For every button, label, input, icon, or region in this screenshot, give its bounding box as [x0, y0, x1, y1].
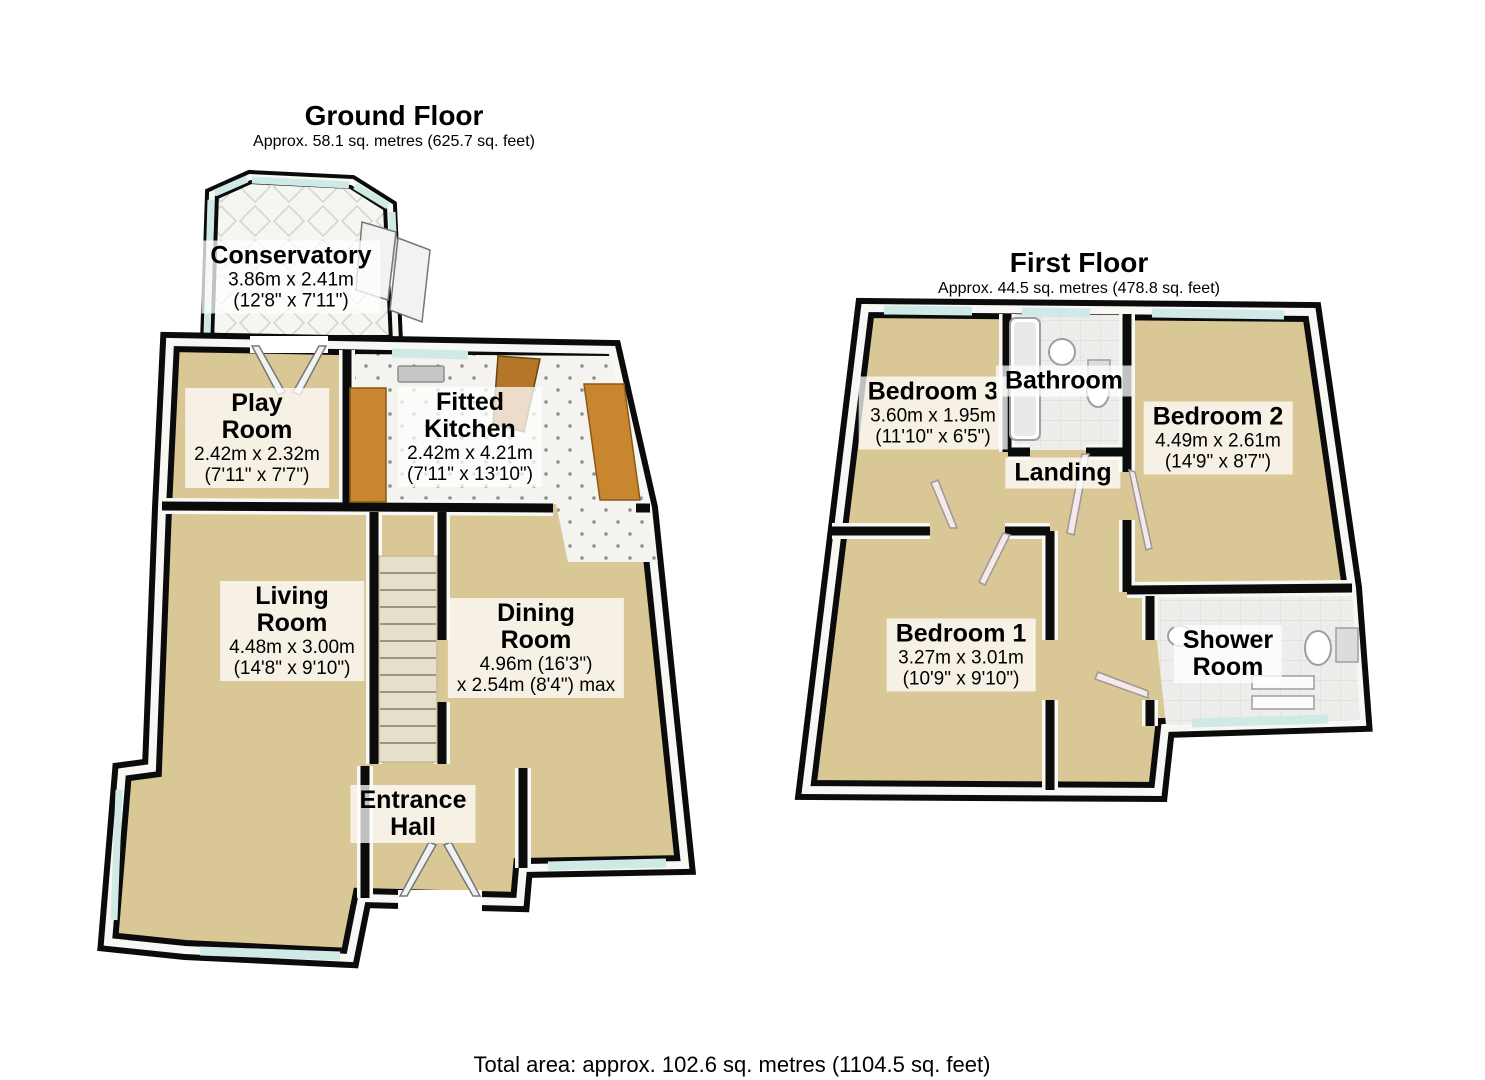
ground-floor-title: Ground Floor Approx. 58.1 sq. metres (62…: [253, 101, 535, 153]
toilet: [1304, 630, 1332, 666]
label-bedroom-2: Bedroom 2 4.49m x 2.61m (14'9" x 8'7"): [1143, 401, 1293, 475]
bedroom3-door-leaf: [930, 479, 959, 529]
total-area-text: Total area: approx. 102.6 sq. metres (11…: [473, 1052, 991, 1077]
sink: [1048, 338, 1076, 366]
bedroom2-door-leaf: [1127, 468, 1153, 551]
label-bedroom-1: Bedroom 1 3.27m x 3.01m (10'9" x 9'10"): [886, 618, 1036, 692]
staircase: [378, 555, 438, 763]
first-floor-subtitle: Approx. 44.5 sq. metres (478.8 sq. feet): [938, 280, 1220, 297]
label-conservatory: Conservatory 3.86m x 2.41m (12'8" x 7'11…: [201, 240, 381, 314]
first-floor-title-text: First Floor: [1009, 247, 1149, 278]
label-living-room: Living Room 4.48m x 3.00m (14'8" x 9'10"…: [220, 581, 364, 681]
label-bedroom-3: Bedroom 3 3.60m x 1.95m (11'10" x 6'5"): [858, 376, 1008, 450]
label-entrance-hall: Entrance Hall: [350, 785, 476, 843]
kitchen-sink: [397, 365, 445, 383]
label-bathroom: Bathroom: [995, 365, 1133, 397]
shower-door-leaf: [1093, 671, 1149, 700]
front-door-leaf: [398, 841, 438, 897]
ground-windows: [110, 348, 667, 961]
ground-doors: [250, 336, 482, 912]
label-dining-room: Dining Room 4.96m (16'3") x 2.54m (8'4")…: [447, 598, 625, 698]
bedroom1-door-leaf: [977, 532, 1012, 587]
ground-floor-subtitle: Approx. 58.1 sq. metres (625.7 sq. feet): [253, 133, 535, 150]
first-windows: [883, 305, 1329, 728]
label-shower-room: Shower Room: [1173, 625, 1283, 683]
label-fitted-kitchen: Fitted Kitchen 2.42m x 4.21m (7'11" x 13…: [397, 387, 543, 487]
ground-floor-title-text: Ground Floor: [304, 100, 484, 131]
front-door-leaf: [442, 841, 482, 897]
label-play-room: Play Room 2.42m x 2.32m (7'11" x 7'7"): [185, 388, 329, 488]
ground-internal-walls: [161, 350, 650, 898]
label-landing: Landing: [1005, 457, 1121, 489]
first-floor-title: First Floor Approx. 44.5 sq. metres (478…: [938, 248, 1220, 300]
shelf: [1251, 695, 1315, 710]
ground-floor-plan: [97, 169, 697, 969]
